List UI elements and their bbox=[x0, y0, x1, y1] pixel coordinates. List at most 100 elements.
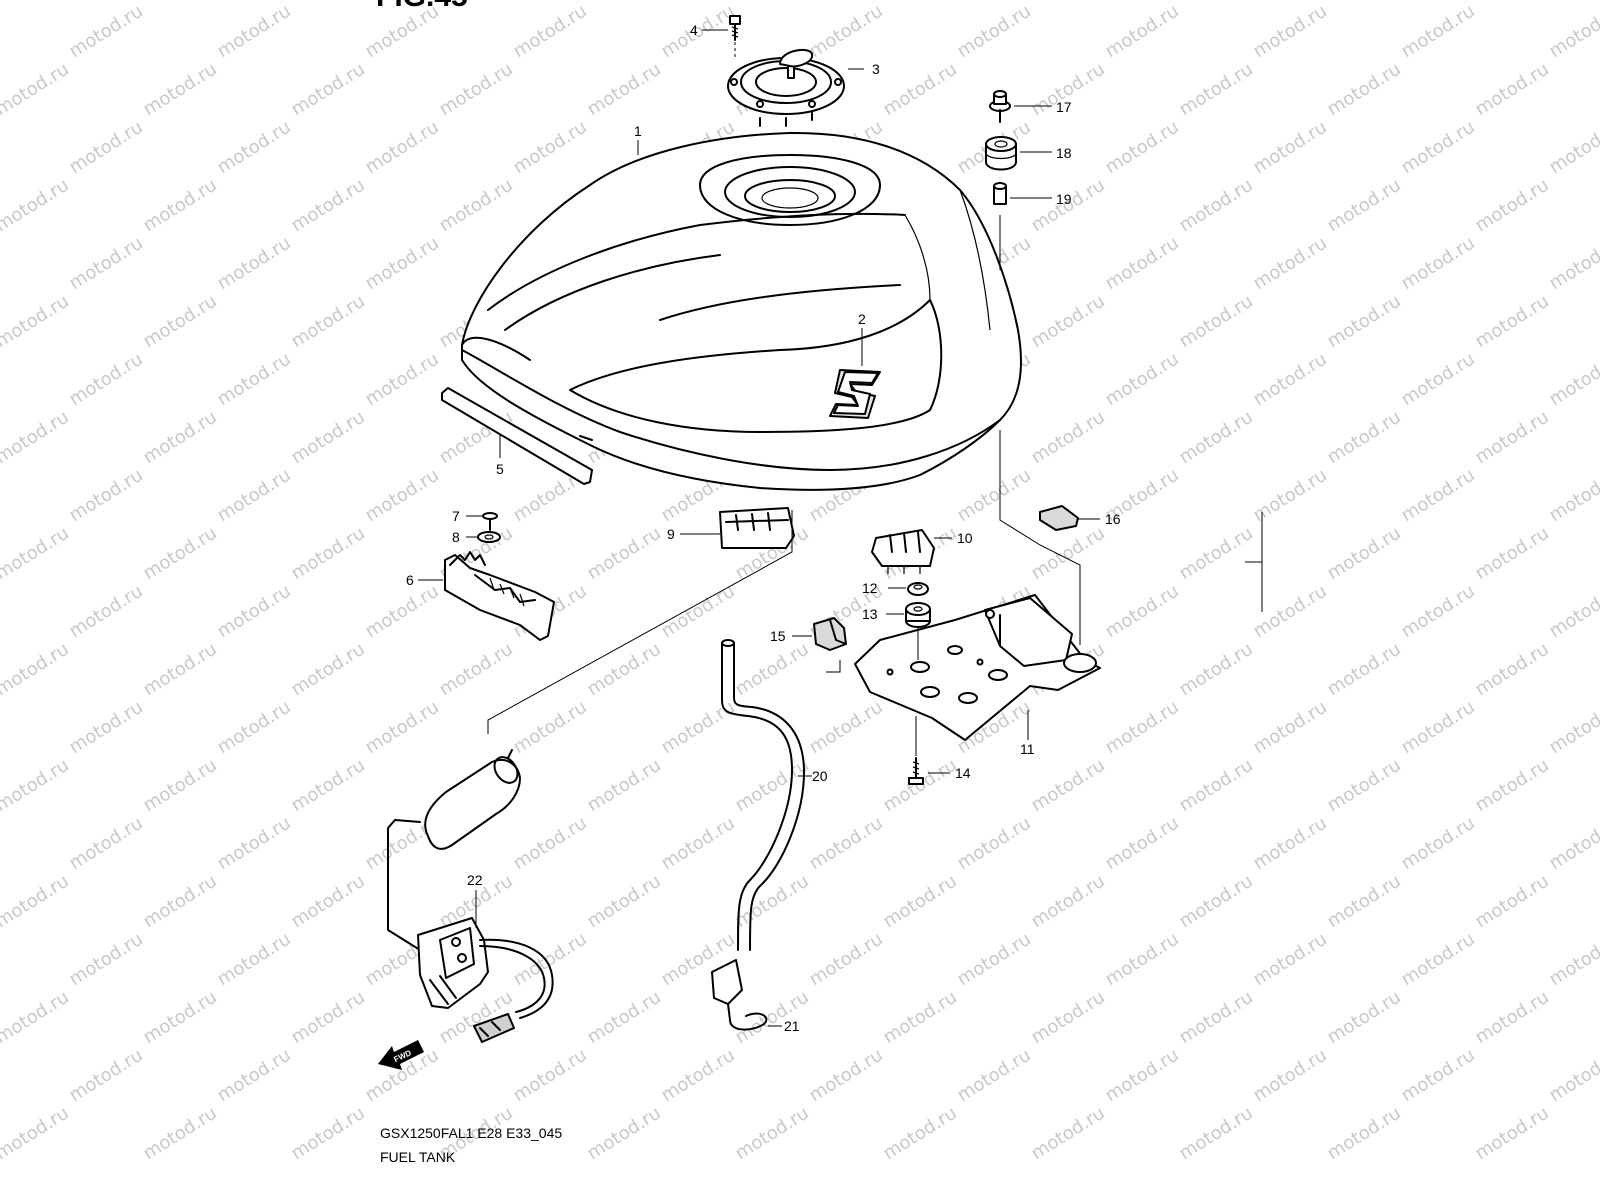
watermark-text: motod.ru bbox=[1546, 465, 1600, 527]
watermark-text: motod.ru bbox=[1324, 987, 1405, 1049]
callout-label-17: 17 bbox=[1056, 99, 1072, 115]
watermark-text: motod.ru bbox=[1472, 639, 1553, 701]
watermark-text: motod.ru bbox=[1176, 1103, 1257, 1165]
watermark-text: motod.ru bbox=[436, 639, 517, 701]
watermark-text: motod.ru bbox=[1028, 523, 1109, 585]
watermark-text: motod.ru bbox=[584, 755, 665, 817]
watermark-text: motod.ru bbox=[288, 59, 369, 121]
watermark-text: motod.ru bbox=[1102, 697, 1183, 759]
watermark-text: motod.ru bbox=[1398, 813, 1479, 875]
watermark-text: motod.ru bbox=[658, 1045, 739, 1107]
callout-label-9: 9 bbox=[667, 526, 675, 542]
watermark-text: motod.ru bbox=[214, 1, 295, 63]
upper-cushion-part[interactable] bbox=[985, 136, 1017, 171]
watermark-text: motod.ru bbox=[1176, 175, 1257, 237]
watermark-text: motod.ru bbox=[140, 0, 221, 4]
callout-label-10: 10 bbox=[957, 530, 973, 546]
watermark-text: motod.ru bbox=[1028, 1103, 1109, 1165]
watermark-text: motod.ru bbox=[1546, 1045, 1600, 1107]
watermark-text: motod.ru bbox=[288, 755, 369, 817]
watermark-text: motod.ru bbox=[806, 1, 887, 63]
watermark-text: motod.ru bbox=[880, 755, 961, 817]
pad-part[interactable] bbox=[1039, 505, 1079, 531]
rubber-mount-part[interactable] bbox=[905, 602, 931, 628]
watermark-text: motod.ru bbox=[584, 1103, 665, 1165]
watermark-text: motod.ru bbox=[1250, 697, 1331, 759]
watermark-text: motod.ru bbox=[1324, 175, 1405, 237]
watermark-text: motod.ru bbox=[584, 871, 665, 933]
callout-label-7: 7 bbox=[452, 508, 460, 524]
watermark-text: motod.ru bbox=[880, 987, 961, 1049]
fuel-hose-part[interactable] bbox=[721, 639, 805, 951]
watermark-text: motod.ru bbox=[510, 813, 591, 875]
watermark-text: motod.ru bbox=[806, 697, 887, 759]
callout-label-11: 11 bbox=[1020, 741, 1035, 757]
watermark-text: motod.ru bbox=[1028, 407, 1109, 469]
watermark-text: motod.ru bbox=[1102, 581, 1183, 643]
watermark-text: motod.ru bbox=[1398, 1, 1479, 63]
watermark-text: motod.ru bbox=[214, 929, 295, 991]
watermark-text: motod.ru bbox=[1472, 523, 1553, 585]
watermark-text: motod.ru bbox=[1176, 523, 1257, 585]
assembly-line bbox=[487, 510, 793, 734]
watermark-text: motod.ru bbox=[1472, 59, 1553, 121]
front-cushion-part[interactable] bbox=[719, 507, 795, 549]
watermark-text: motod.ru bbox=[880, 59, 961, 121]
watermark-text: motod.ru bbox=[1472, 291, 1553, 353]
callout-label-14: 14 bbox=[955, 765, 971, 781]
watermark-text: motod.ru bbox=[806, 1045, 887, 1107]
mount-bolt-part[interactable] bbox=[908, 757, 924, 785]
watermark-text: motod.ru bbox=[1324, 407, 1405, 469]
collar-part[interactable] bbox=[907, 582, 929, 596]
upper-bolt-part[interactable] bbox=[989, 90, 1011, 123]
watermark-text: motod.ru bbox=[584, 987, 665, 1049]
assembly-line bbox=[999, 430, 1081, 645]
watermark-text: motod.ru bbox=[0, 987, 73, 1049]
watermark-text: motod.ru bbox=[1176, 291, 1257, 353]
watermark-text: motod.ru bbox=[584, 523, 665, 585]
watermark-text: motod.ru bbox=[1324, 523, 1405, 585]
watermark-text: motod.ru bbox=[1472, 407, 1553, 469]
rear-cushion-part[interactable] bbox=[871, 529, 935, 574]
watermark-text: motod.ru bbox=[658, 697, 739, 759]
side-strip-part[interactable] bbox=[441, 387, 593, 485]
watermark-text: motod.ru bbox=[140, 987, 221, 1049]
callout-label-15: 15 bbox=[770, 628, 786, 644]
watermark-text: motod.ru bbox=[362, 233, 443, 295]
watermark-text: motod.ru bbox=[510, 1045, 591, 1107]
watermark-text: motod.ru bbox=[436, 59, 517, 121]
tank-emblem-part[interactable] bbox=[829, 369, 881, 419]
watermark-text: motod.ru bbox=[140, 175, 221, 237]
rear-bracket-part[interactable] bbox=[444, 551, 555, 641]
watermark-text: motod.ru bbox=[66, 1045, 147, 1107]
cap-screw-part[interactable] bbox=[729, 15, 741, 41]
watermark-text: motod.ru bbox=[214, 697, 295, 759]
bracket-screw-part[interactable] bbox=[482, 512, 498, 531]
fuel-cap-part[interactable] bbox=[727, 48, 845, 127]
watermark-text: motod.ru bbox=[362, 117, 443, 179]
watermark-text: motod.ru bbox=[214, 813, 295, 875]
upper-collar-part[interactable] bbox=[993, 182, 1007, 205]
callout-label-21: 21 bbox=[784, 1018, 800, 1034]
watermark-text: motod.ru bbox=[0, 407, 73, 469]
watermark-text: motod.ru bbox=[1546, 349, 1600, 411]
stopper-part[interactable] bbox=[813, 617, 847, 651]
watermark-text: motod.ru bbox=[584, 59, 665, 121]
watermark-text: motod.ru bbox=[1324, 291, 1405, 353]
fuel-tank-part[interactable] bbox=[461, 131, 1022, 491]
watermark-text: motod.ru bbox=[1176, 639, 1257, 701]
callout-label-16: 16 bbox=[1105, 511, 1121, 527]
tank-mount-plate-part[interactable] bbox=[854, 594, 1101, 741]
watermark-text: motod.ru bbox=[0, 1103, 73, 1165]
watermark-text: motod.ru bbox=[510, 929, 591, 991]
watermark-text: motod.ru bbox=[1546, 581, 1600, 643]
watermark-text: motod.ru bbox=[214, 1045, 295, 1107]
callout-label-2: 2 bbox=[858, 311, 866, 327]
watermark-text: motod.ru bbox=[288, 407, 369, 469]
watermark-text: motod.ru bbox=[362, 581, 443, 643]
watermark-text: motod.ru bbox=[1028, 987, 1109, 1049]
washer-part[interactable] bbox=[477, 531, 501, 543]
watermark-text: motod.ru bbox=[288, 639, 369, 701]
watermark-text: motod.ru bbox=[66, 117, 147, 179]
hose-clamp-part[interactable] bbox=[711, 959, 768, 1031]
